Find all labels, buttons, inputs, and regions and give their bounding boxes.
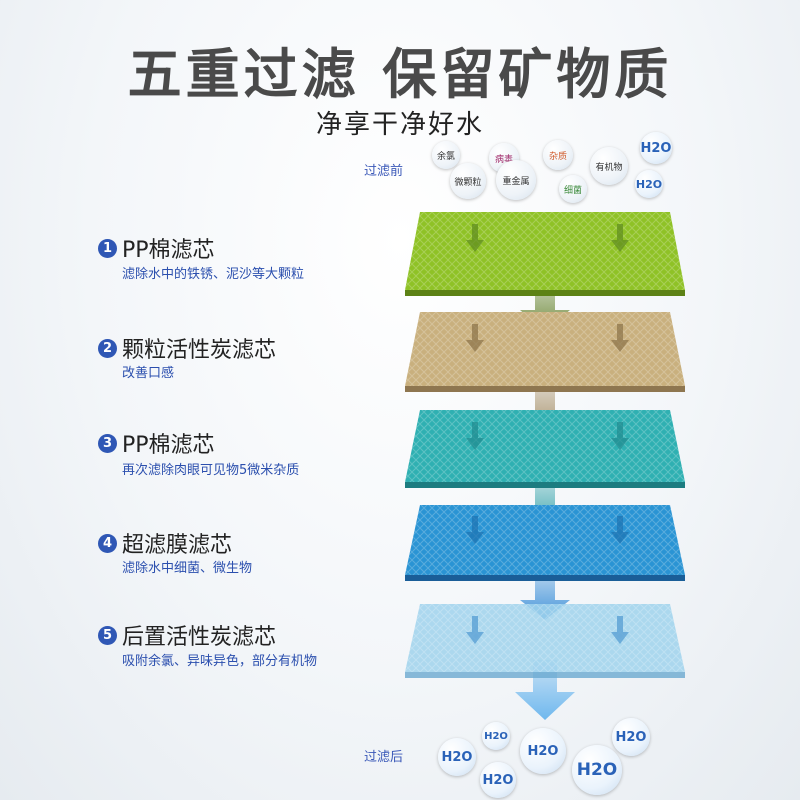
stage-number-badge: 2 (98, 338, 117, 358)
stage-number-badge: 3 (98, 433, 117, 453)
impurity-bubble: 余氯 (432, 141, 460, 169)
filter-layer-3 (405, 410, 685, 488)
after-filter-label: 过滤后 (364, 750, 404, 765)
stage-3-description: 再次滤除肉眼可见物5微米杂质 (122, 463, 300, 478)
down-arrow-icon (466, 616, 484, 644)
filter-layer-1 (405, 212, 685, 296)
h2o-bubble: H2O (635, 170, 663, 198)
down-arrow-icon (466, 516, 484, 544)
down-arrow-icon (611, 224, 629, 252)
stage-5-description: 吸附余氯、异味异色，部分有机物 (122, 654, 318, 669)
stage-2-description: 改善口感 (122, 366, 175, 381)
down-arrow-icon (466, 224, 484, 252)
filter-layer-5 (405, 604, 685, 678)
down-arrow-icon (466, 324, 484, 352)
down-arrow-icon (611, 324, 629, 352)
page-title: 五重过滤 保留矿物质 (127, 43, 673, 106)
impurity-bubble: 微颗粒 (450, 163, 486, 199)
h2o-bubble: H2O (520, 728, 566, 774)
stage-1-description: 滤除水中的铁锈、泥沙等大颗粒 (122, 267, 305, 282)
down-arrow-icon (611, 422, 629, 450)
h2o-bubble: H2O (438, 738, 476, 776)
impurity-bubble: 重金属 (496, 160, 536, 200)
down-arrow-icon (611, 616, 629, 644)
h2o-bubble: H2O (482, 722, 510, 750)
filter-layer-4 (405, 505, 685, 581)
flow-arrow-icon (515, 660, 575, 720)
stage-number-badge: 4 (98, 533, 117, 553)
page-subtitle: 净享干净好水 (315, 110, 484, 140)
impurity-bubble: 有机物 (590, 147, 628, 185)
h2o-bubble: H2O (640, 132, 672, 164)
before-filter-label: 过滤前 (364, 164, 404, 179)
down-arrow-icon (466, 422, 484, 450)
h2o-bubble: H2O (612, 718, 650, 756)
stage-number-badge: 1 (98, 238, 117, 258)
stage-number-badge: 5 (98, 625, 117, 645)
impurity-bubble: 细菌 (559, 175, 587, 203)
down-arrow-icon (611, 516, 629, 544)
filter-layer-2 (405, 312, 685, 392)
h2o-bubble: H2O (572, 745, 622, 795)
impurity-bubble: 杂质 (543, 140, 573, 170)
stage-4-description: 滤除水中细菌、微生物 (122, 561, 253, 576)
h2o-bubble: H2O (480, 762, 516, 798)
